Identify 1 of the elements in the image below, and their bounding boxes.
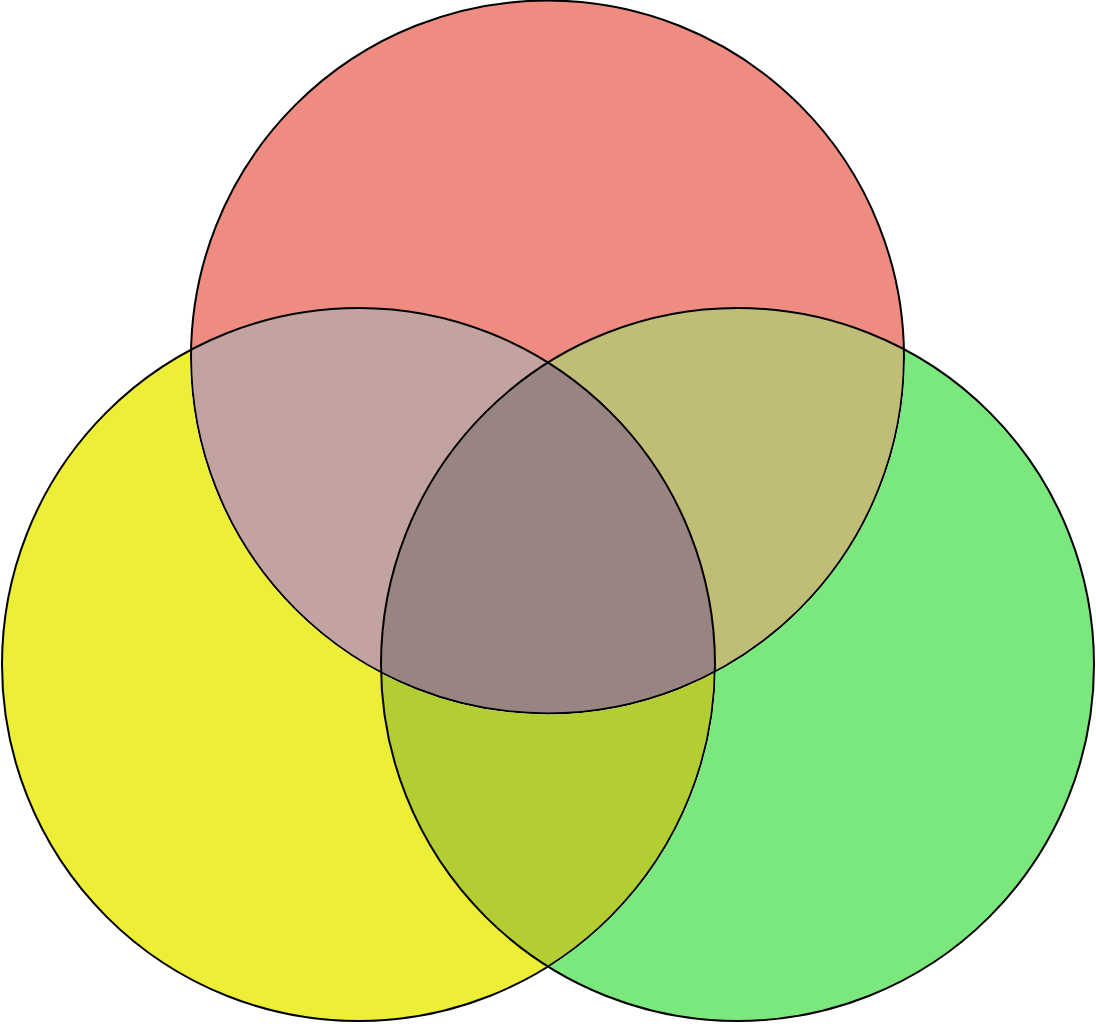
venn-circle [380,307,1095,1022]
